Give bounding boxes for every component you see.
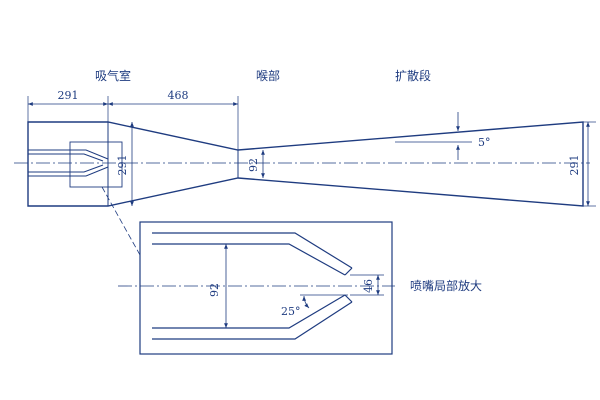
dim-diffuser-angle: 5°	[478, 136, 491, 149]
dim-suction-length: 291	[58, 89, 79, 102]
detail-angle-marker	[300, 294, 348, 309]
ejector-body	[27, 121, 584, 207]
detail-nozzle	[152, 232, 353, 340]
detail-title: 喷嘴局部放大	[410, 278, 482, 293]
detail-frame	[139, 221, 393, 355]
detail-leader	[101, 186, 141, 256]
dim-throat-height: 92	[247, 158, 260, 172]
label-suction-chamber: 吸气室	[95, 68, 131, 83]
label-throat: 喉部	[256, 68, 280, 83]
nozzle	[28, 141, 123, 188]
dim-converging-length: 468	[168, 89, 189, 102]
label-diffuser: 扩散段	[395, 68, 431, 83]
dim-detail-tip-height: 46	[362, 279, 375, 293]
dim-inlet-height: 291	[116, 155, 129, 176]
dim-detail-tip-angle: 25°	[281, 305, 301, 318]
dim-detail-inner-height: 92	[208, 283, 221, 297]
diffuser-angle-marker	[395, 112, 472, 160]
dim-outlet-height: 291	[568, 155, 581, 176]
